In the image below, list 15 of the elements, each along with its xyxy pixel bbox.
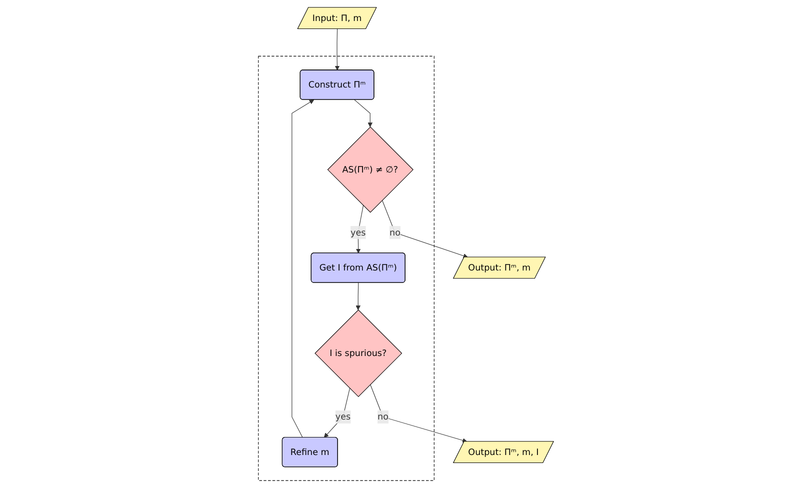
edge-label: no [377,411,388,422]
arrow [354,100,372,128]
edge-label: no [389,227,400,238]
edge-label: yes [350,227,366,238]
cluster [258,56,434,481]
node-diamond [326,126,413,213]
arrow [291,100,314,438]
edge-label: yes [334,411,350,422]
arrow [355,205,364,254]
node-diamond [314,310,402,398]
arrow [323,388,350,438]
arrow [355,282,360,310]
arrow [370,384,467,443]
arrow [334,28,340,70]
arrow [381,200,468,258]
